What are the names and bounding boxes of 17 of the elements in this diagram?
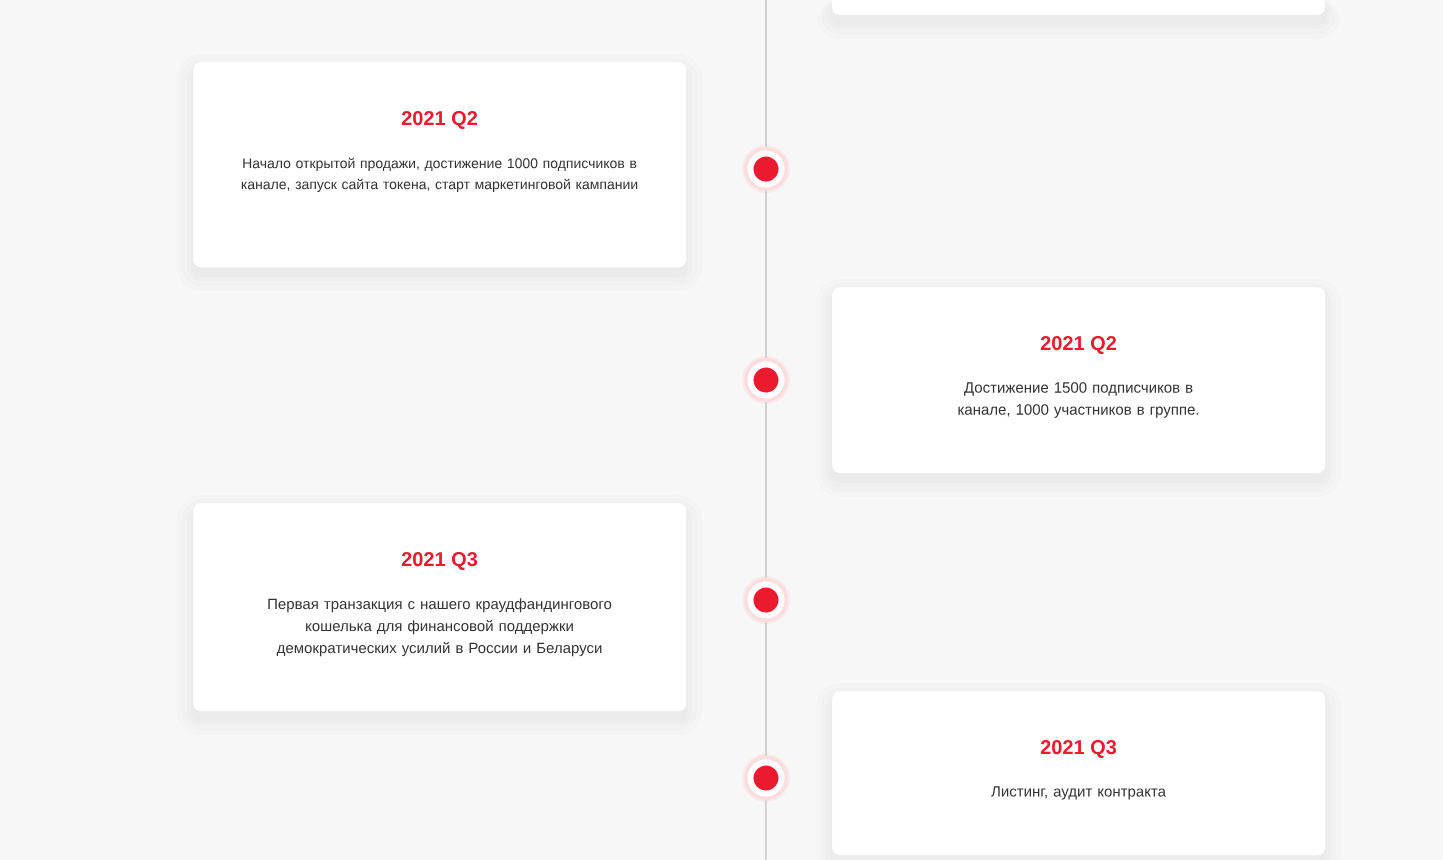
- card-text: Листинг, аудит контракта: [991, 786, 1166, 800]
- timeline-line: [765, 190, 767, 359]
- card-text: Начало открытой продажи, достижение 1000 подписчиков в канале, запуск сайта токена, старт маркетинговой кампании: [241, 157, 638, 192]
- timeline-dot: [742, 754, 790, 802]
- timeline-dot: [742, 356, 790, 404]
- card-text: Первая транзакция с нашего краудфандингового кошелька для финансовой поддержки демократических усилий в России и Беларуси: [268, 598, 612, 657]
- timeline-line: [765, 621, 767, 757]
- card-text: Достижение 1500 подписчиков в канале, 1000 участников в группе.: [958, 382, 1199, 418]
- timeline-dot: [742, 145, 790, 193]
- timeline-line: [765, 401, 767, 579]
- timeline-line: [765, 0, 767, 148]
- card-title: 2021 Q3: [401, 552, 478, 570]
- card-title: 2021 Q2: [401, 111, 478, 129]
- card-title: 2021 Q2: [1040, 336, 1117, 354]
- timeline-dot: [742, 576, 790, 624]
- timeline-line: [765, 799, 767, 860]
- card-title: 2021 Q3: [1040, 740, 1117, 758]
